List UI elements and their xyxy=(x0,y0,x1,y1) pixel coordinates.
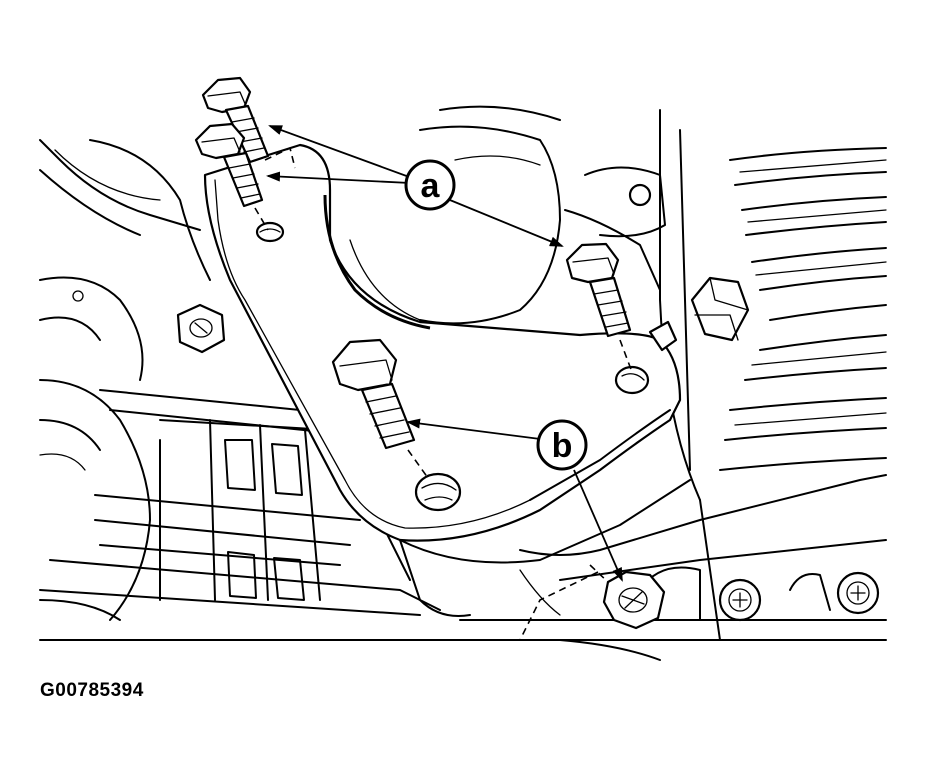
housing-bolt-hole xyxy=(628,183,652,207)
callout-b: b xyxy=(536,419,588,471)
bolt-b-bracket xyxy=(331,338,416,450)
nut-b-guide-2 xyxy=(589,564,609,583)
nut-b-lower xyxy=(602,570,666,630)
bracket-hole-a-lower xyxy=(614,365,650,395)
bolt-a-upper-1 xyxy=(201,76,270,164)
pan-bolt xyxy=(718,578,762,622)
bolt-a-lower xyxy=(565,242,632,338)
callout-a-label: a xyxy=(421,167,441,205)
bolt-a-upper-guide-2 xyxy=(264,146,296,169)
callout-b-label: b xyxy=(552,427,573,465)
figure-id-label: G00785394 xyxy=(40,680,144,701)
pan-bolt xyxy=(836,571,880,615)
callout-a: a xyxy=(404,159,456,211)
rear-nut xyxy=(176,303,226,354)
cylinder-hex-bolt xyxy=(690,276,750,342)
leader-lines xyxy=(266,125,623,582)
bracket-hole-b xyxy=(414,472,462,512)
bolt-a-upper-guide xyxy=(254,207,269,231)
bracket-hole-a-upper xyxy=(255,221,285,243)
gearbox-ribs xyxy=(39,419,441,616)
bolt-a-lower-guide xyxy=(619,339,633,373)
nut-b-guide xyxy=(519,571,599,641)
bolt-a-upper-2 xyxy=(194,122,264,208)
bolt-b-guide xyxy=(407,449,429,479)
oil-pan xyxy=(459,474,887,641)
transmission-case xyxy=(39,139,661,661)
